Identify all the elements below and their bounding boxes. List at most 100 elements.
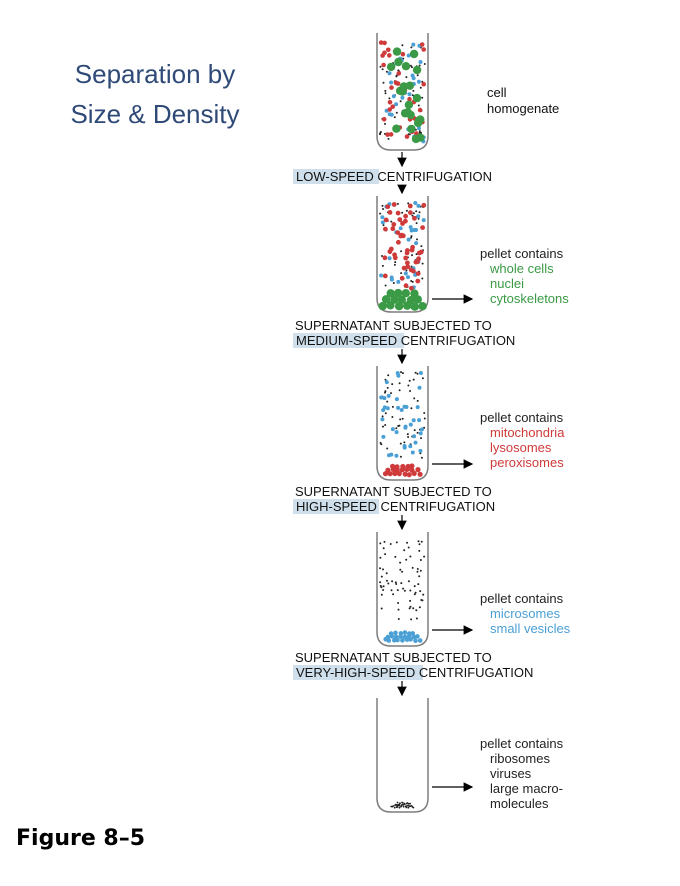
vesicle-dot: [382, 396, 387, 401]
organelle-dot: [408, 210, 413, 216]
organelle-dot: [385, 132, 390, 137]
vesicle-dot: [420, 427, 424, 432]
particle-dot: [393, 263, 396, 266]
particle-dot: [386, 447, 389, 450]
particle-dot: [407, 546, 410, 549]
particle-dot: [415, 609, 418, 612]
particle-dot: [381, 204, 384, 207]
pellet-dot: [396, 801, 399, 804]
svg-text:LOW-SPEED CENTRIFUGATION: LOW-SPEED CENTRIFUGATION: [296, 169, 492, 184]
particle-dot: [421, 96, 424, 99]
vesicle-dot: [387, 453, 391, 458]
highlight-box: [293, 169, 379, 184]
pellet-dot: [381, 295, 391, 304]
nucleus-dot: [386, 62, 396, 72]
particle-dot: [382, 568, 384, 571]
organelle-dot: [389, 85, 394, 90]
particle-dot: [419, 569, 422, 572]
figure-label: Figure 8–5: [16, 826, 146, 851]
pellet-dot: [409, 463, 415, 469]
particle-dot: [410, 407, 413, 410]
particle-dot: [410, 235, 413, 238]
pellet-list-3: pellet contains microsomes small vesicle…: [480, 591, 571, 636]
particle-dot: [408, 607, 411, 610]
particle-dot: [397, 425, 400, 427]
particle-dot: [400, 272, 403, 275]
pellet-item: molecules: [490, 796, 549, 811]
particle-dot: [392, 593, 395, 596]
particle-dot: [421, 262, 424, 265]
particle-dot: [418, 606, 421, 609]
particle-dot: [409, 589, 412, 592]
particle-dot: [409, 390, 411, 392]
pellet-dot: [394, 288, 403, 298]
vesicle-dot: [380, 215, 385, 220]
particle-dot: [413, 593, 416, 596]
vesicle-dot: [416, 214, 421, 219]
particle-dot: [384, 424, 387, 426]
vesicle-dot: [381, 408, 386, 413]
particle-dot: [383, 540, 386, 543]
organelle-dot: [404, 250, 410, 256]
particle-dot: [406, 541, 409, 544]
particle-dot: [418, 575, 421, 578]
pellet-dot: [399, 802, 401, 805]
step-rest: CENTRIFUGATION: [374, 169, 492, 184]
particle-dot: [401, 372, 404, 375]
particle-dot: [405, 269, 408, 272]
pellet-dot: [385, 467, 391, 473]
title-line-2: Size & Density: [70, 99, 240, 129]
pellet-dot: [400, 638, 405, 643]
particle-dot: [410, 46, 413, 49]
pellet-dot: [378, 301, 387, 311]
vesicle-dot: [394, 102, 399, 107]
particle-dot: [380, 607, 383, 610]
svg-text:VERY-HIGH-SPEED CENTRIFUGATION: VERY-HIGH-SPEED CENTRIFUGATION: [296, 665, 533, 680]
particle-dot: [382, 81, 385, 84]
start-label-line-1: cell: [487, 85, 507, 100]
vesicle-dot: [387, 112, 392, 117]
organelle-dot: [392, 255, 398, 261]
organelle-dot: [387, 210, 393, 215]
speed-highlight: LOW-SPEED: [296, 169, 374, 184]
pellet-dot: [403, 802, 406, 805]
vesicle-dot: [389, 80, 394, 85]
pellet-dot: [392, 470, 398, 477]
speed-highlight: HIGH-SPEED: [296, 499, 377, 514]
particle-dot: [416, 74, 419, 77]
particle-dot: [400, 582, 403, 585]
pellet-dot: [407, 802, 410, 805]
particle-dot: [409, 605, 412, 608]
particle-dot: [405, 209, 408, 212]
organelle-dot: [378, 40, 384, 45]
particle-dot: [400, 371, 402, 374]
particle-dot: [386, 400, 389, 403]
pellet-dot: [413, 638, 418, 643]
pellet-heading: pellet contains: [480, 246, 564, 261]
vesicle-dot: [379, 273, 384, 278]
vesicle-dot: [403, 424, 408, 429]
particle-dot: [401, 570, 404, 573]
vesicle-dot: [415, 405, 420, 410]
vesicle-dot: [389, 277, 394, 282]
highlight-box: [293, 499, 379, 514]
particle-dot: [408, 379, 411, 382]
particle-dot: [421, 377, 424, 380]
vesicle-dot: [380, 417, 385, 422]
particle-dot: [418, 543, 421, 546]
particle-dot: [385, 572, 388, 575]
pellet-dot: [401, 289, 410, 298]
particle-dot: [419, 559, 422, 561]
organelle-dot: [417, 107, 423, 113]
vesicle-dot: [417, 418, 422, 423]
tube-high-speed: [376, 532, 429, 647]
particle-dot: [390, 589, 393, 592]
pellet-dot: [407, 631, 412, 636]
vesicle-dot: [390, 427, 395, 432]
pellet-dot: [401, 801, 404, 804]
organelle-dot: [405, 260, 410, 266]
step-line-1: SUPERNATANT SUBJECTED TO: [295, 318, 492, 333]
vesicle-dot: [418, 60, 423, 64]
vesicle-dot: [418, 448, 423, 453]
organelle-dot: [421, 202, 427, 208]
